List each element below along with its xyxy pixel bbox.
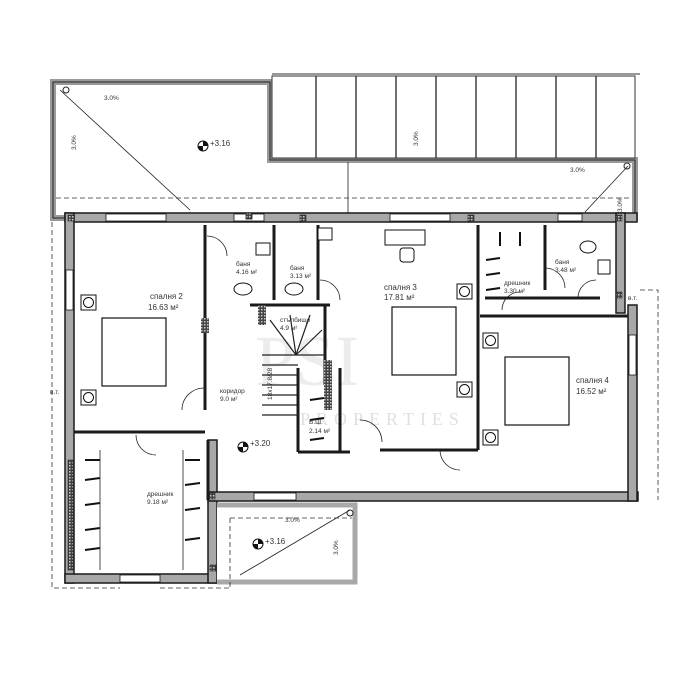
room-name: спалня 2 — [150, 292, 183, 301]
room-name: баня — [555, 258, 570, 266]
nightstand-lamp-icons — [80, 283, 499, 446]
downpipe-label: в.т. — [50, 389, 60, 396]
drain-icon — [623, 162, 631, 170]
stair-spec: 18x17.8/28 — [267, 367, 274, 400]
slope-label: 3.0% — [285, 517, 300, 524]
room-area: 3.30 м² — [504, 288, 526, 295]
bathroom-fixtures — [233, 227, 611, 296]
room-area: 17.81 м² — [384, 293, 415, 302]
room-name: баня — [290, 264, 305, 272]
level-label: +3.16 — [210, 139, 231, 148]
slope-label: 3.0% — [570, 167, 585, 174]
drain-icon — [62, 86, 70, 94]
bottom-terrace: 3.0% 3.0% +3.16 — [217, 502, 358, 588]
room-area: 9.0 м² — [220, 396, 238, 403]
staircase — [262, 314, 325, 416]
drain-icon — [346, 509, 354, 517]
watermark-text: PROPERTIES — [300, 409, 465, 429]
roof-terrace: 3.0% 3.0% +3.16 3.0% 3.0% 3.0% — [50, 73, 640, 221]
room-name: стълбище — [280, 316, 311, 324]
slope-label: 3.0% — [413, 131, 420, 146]
roof-slats — [315, 76, 597, 158]
wardrobe-hangers — [84, 232, 521, 551]
room-name: дрешник — [504, 280, 530, 287]
level-label: +3.16 — [265, 537, 286, 546]
room-name: спалня 4 — [576, 376, 609, 385]
slope-label: 3.0% — [333, 540, 340, 555]
room-name: спалня 3 — [384, 283, 417, 292]
room-area: 3.48 м² — [555, 267, 577, 274]
room-area: 3.13 м² — [290, 273, 312, 280]
room-name: коридор — [220, 388, 245, 395]
room-name: дрешник — [147, 491, 173, 498]
watermark-logo: PSI — [255, 321, 359, 401]
slope-label: 3.0% — [71, 135, 78, 150]
room-labels: спалня 2 16.63 м² баня 4.16 м² баня 3.13… — [50, 258, 638, 506]
room-area: 2.14 м² — [309, 428, 331, 435]
door-swings — [135, 235, 597, 471]
room-area: 4.16 м² — [236, 269, 258, 276]
room-area: 16.63 м² — [148, 303, 179, 312]
room-area: 4.9 м² — [280, 325, 298, 332]
level-label: +3.20 — [250, 439, 271, 448]
room-area: 16.52 м² — [576, 387, 607, 396]
room-name: баня — [236, 260, 251, 268]
slope-label: 3.0% — [104, 95, 119, 102]
windows — [65, 212, 637, 583]
slope-label: 3.0% — [617, 197, 624, 212]
room-name: В.Ш. — [309, 419, 323, 426]
downpipe-label: в.т. — [628, 295, 638, 302]
room-area: 9.18 м² — [147, 499, 169, 506]
beds — [101, 306, 570, 426]
